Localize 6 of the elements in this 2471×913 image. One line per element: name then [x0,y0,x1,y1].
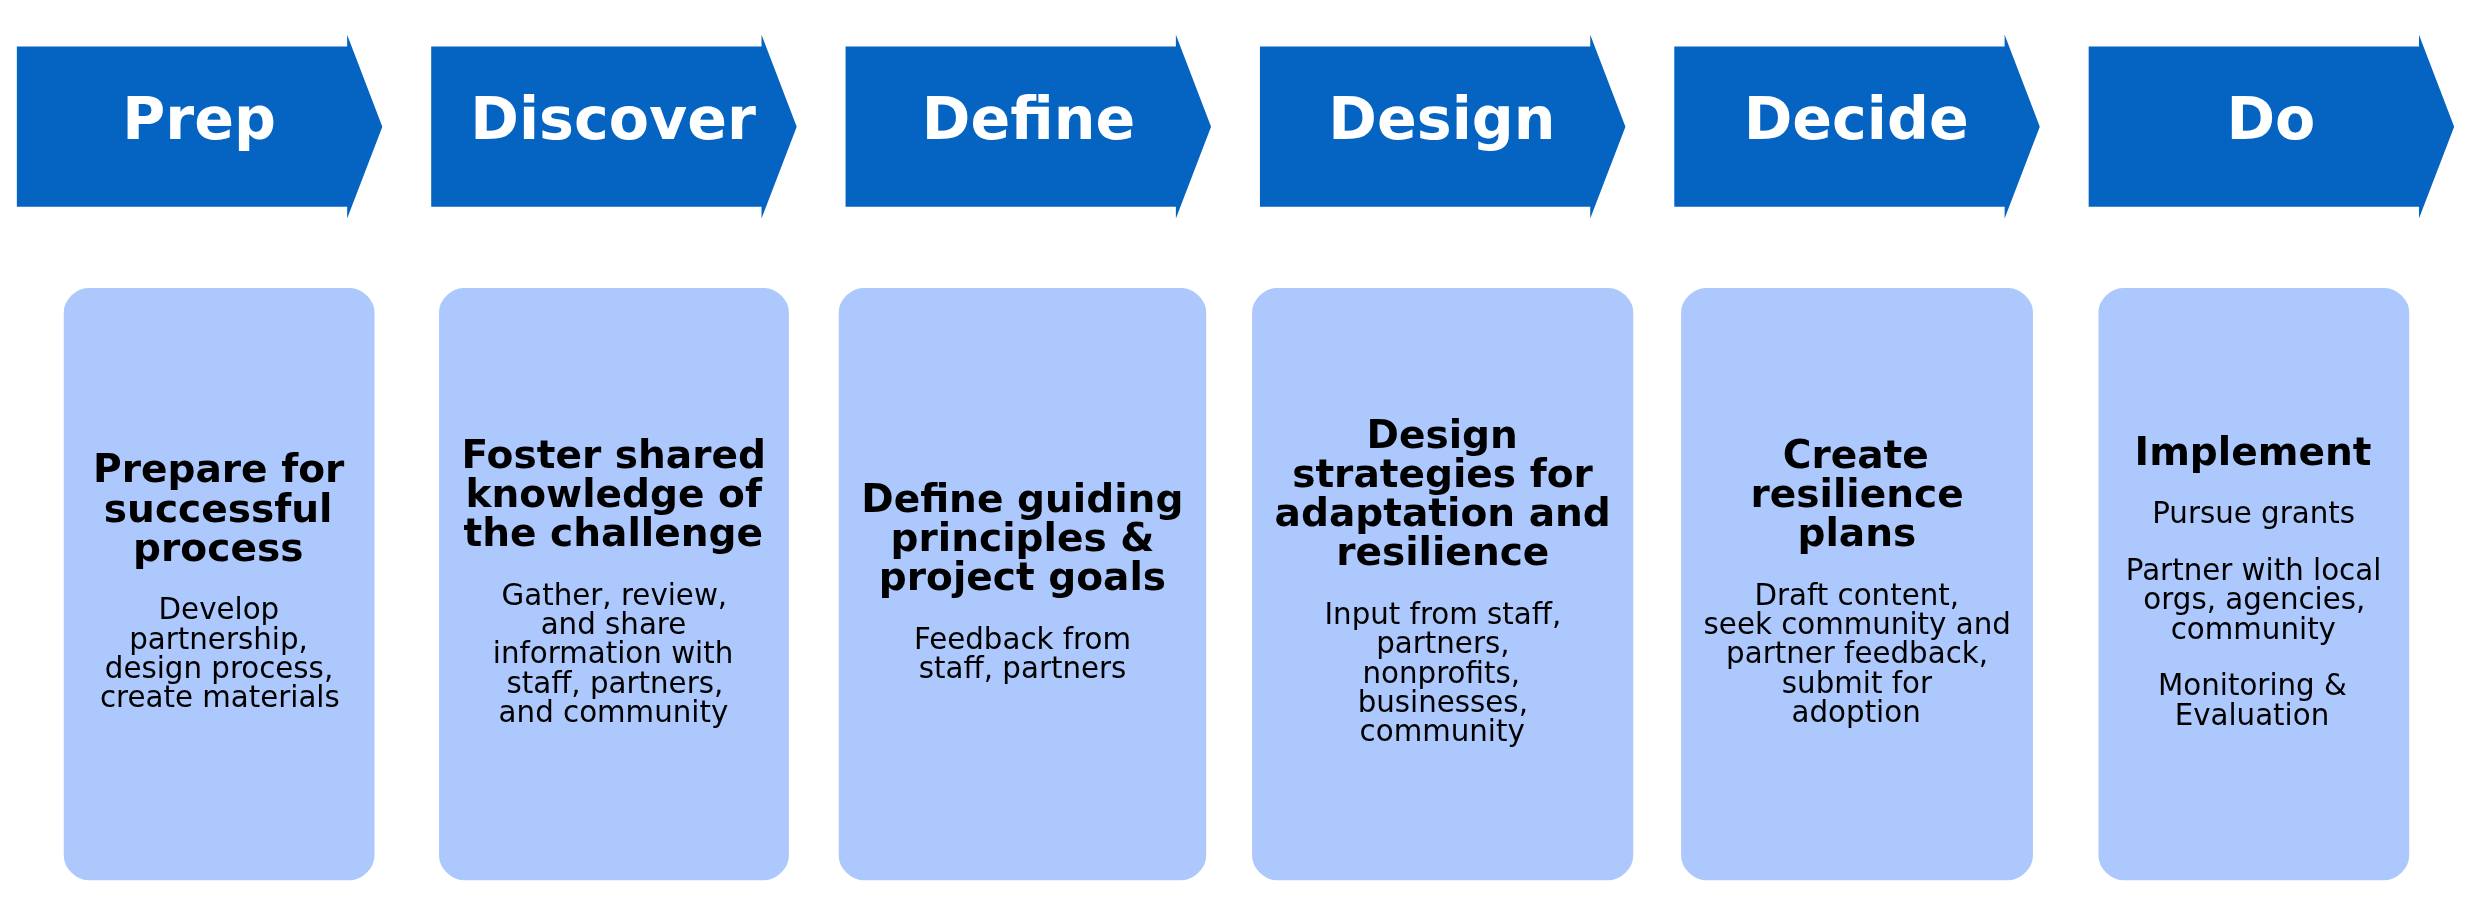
node-box: Define guiding principles & project goals Feedback from staff, partners [838,287,1207,880]
node-box: Foster shared knowledge of the challenge Gather, review, and share information with staff, partners, and community [439,287,789,880]
node-box: Create resilience plans Draft content, seek community and partner feedback, submit for adoption [1681,287,2033,880]
node-box: Implement Pursue grants Partner with local orgs, agencies, community Monitoring & Evaluation [2098,287,2410,880]
node-box: Design strategies for adaptation and resilience Input from staff, partners, nonprofits, businesses, community [1252,287,1634,880]
node-box: Prepare for successful process Develop partnership, design process, create materials [63,287,375,880]
